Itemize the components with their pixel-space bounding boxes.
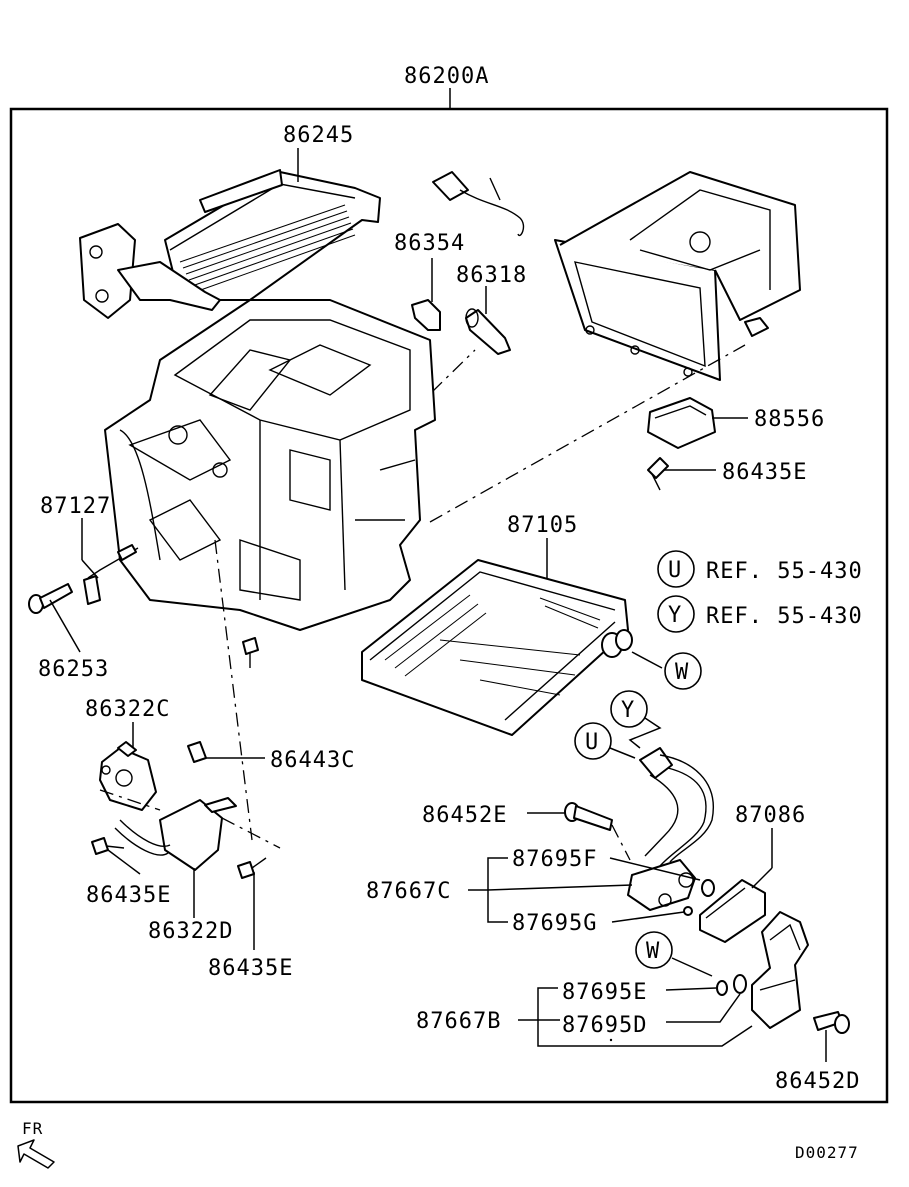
front-arrow-icon <box>17 1139 55 1169</box>
orientation-label: FR <box>22 1119 43 1138</box>
part-86253-drawing <box>28 583 73 614</box>
label-86200A: 86200A <box>404 64 489 89</box>
label-87695E: 87695E <box>562 980 647 1005</box>
label-86354: 86354 <box>394 231 465 256</box>
label-86245: 86245 <box>283 123 354 148</box>
mark-u-pipe-text: U <box>585 730 599 755</box>
diagram-code: D00277 <box>795 1143 859 1162</box>
sensor-wire-drawing <box>432 171 525 237</box>
heater-unit-case-drawing <box>104 299 436 631</box>
label-86253: 86253 <box>38 657 109 682</box>
label-87667B: 87667B <box>416 1009 501 1034</box>
ref-y-text: REF. 55-430 <box>706 604 863 629</box>
ref-y-mark: Y <box>668 603 682 628</box>
mark-y-pipe <box>610 690 648 728</box>
mark-w-lower-text: W <box>646 939 660 964</box>
label-86452E: 86452E <box>422 803 507 828</box>
ref-u-circle <box>657 550 695 588</box>
screw-case-bottom <box>242 637 259 668</box>
part-86245-drawing <box>79 169 381 319</box>
part-87086-drawing <box>699 879 766 943</box>
part-86322D-drawing <box>114 797 237 871</box>
label-86452D: 86452D <box>775 1069 860 1094</box>
mark-y-pipe-text: Y <box>621 698 635 723</box>
oring-87695F <box>701 879 715 897</box>
label-87127: 87127 <box>40 494 111 519</box>
oring-87695E <box>716 980 728 996</box>
screw-86435E-bottom <box>237 857 267 879</box>
part-87667B-drawing <box>751 911 809 1029</box>
label-86435E-bottom: 86435E <box>208 956 293 981</box>
oring-87695G <box>683 906 693 916</box>
label-86443C: 86443C <box>270 748 355 773</box>
mark-u-pipe <box>574 722 612 760</box>
part-86452D-drawing <box>813 1011 850 1034</box>
label-87086: 87086 <box>735 803 806 828</box>
evaporator-case-upper-drawing <box>554 171 801 381</box>
mark-w-evaporator-text: W <box>675 660 689 685</box>
mark-w-lower <box>635 931 673 969</box>
label-86435E-left: 86435E <box>86 883 171 908</box>
pipe-assembly-drawing <box>639 747 714 867</box>
label-87695G: 87695G <box>512 911 597 936</box>
part-87667C-drawing <box>627 859 696 911</box>
label-87667C: 87667C <box>366 879 451 904</box>
label-87105: 87105 <box>507 513 578 538</box>
label-87695F: 87695F <box>512 847 597 872</box>
label-88556: 88556 <box>754 407 825 432</box>
ref-y-circle <box>657 595 695 633</box>
ref-u-mark: U <box>668 558 682 583</box>
oring-87695D <box>733 974 747 994</box>
mark-w-evaporator <box>664 652 702 690</box>
label-86318: 86318 <box>456 263 527 288</box>
label-86322C: 86322C <box>85 697 170 722</box>
screw-86435E-left <box>91 837 125 855</box>
assembly-frame <box>9 107 889 1104</box>
part-86443C-drawing <box>187 741 207 763</box>
screw-86435E-top <box>647 457 669 491</box>
label-87695D: 87695D <box>562 1013 647 1038</box>
part-86318-drawing <box>465 308 511 355</box>
part-88556-drawing <box>647 397 716 449</box>
part-86452E-drawing <box>564 802 613 831</box>
part-86322C-drawing <box>99 741 157 811</box>
ref-u-text: REF. 55-430 <box>706 559 863 584</box>
part-87127-drawing <box>83 544 139 605</box>
part-86354-drawing <box>411 299 441 331</box>
label-86435E-top: 86435E <box>722 460 807 485</box>
label-86322D: 86322D <box>148 919 233 944</box>
part-87105-drawing <box>361 559 633 736</box>
